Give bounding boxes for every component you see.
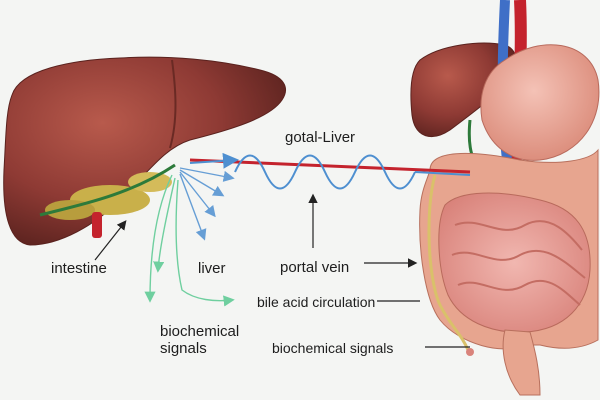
biochemical-signals-right-label: biochemical signals [272, 340, 394, 356]
biochemical-signals-left-label: biochemical signals [160, 323, 240, 357]
portal-vein-label: portal vein [280, 259, 350, 276]
intestine-label: intestine [51, 260, 107, 277]
liver-label: liver [198, 260, 226, 277]
portal-vein-wave-icon [189, 152, 471, 190]
left-liver-icon [3, 56, 286, 246]
right-organs-icon [410, 0, 600, 396]
signal-lines [179, 167, 235, 241]
bile-acid-circulation-label: bile acid circulation [257, 294, 376, 310]
title-label: gotal-Liver [285, 129, 356, 146]
pointer-lines [94, 193, 470, 348]
green-arrows [144, 174, 235, 307]
